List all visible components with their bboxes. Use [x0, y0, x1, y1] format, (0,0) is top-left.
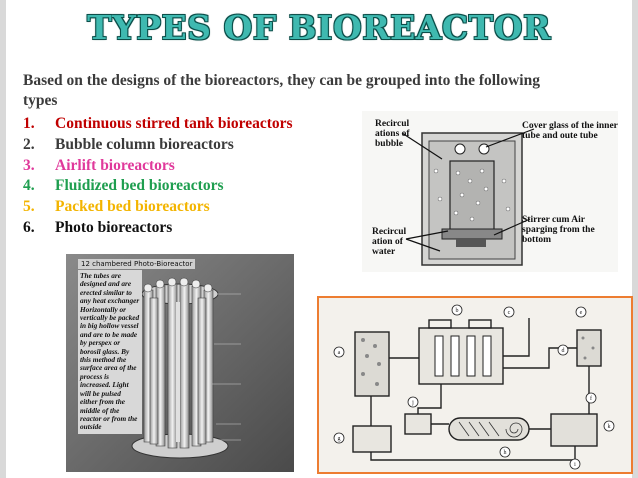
mark-a: a — [338, 350, 341, 356]
label-cover-glass: Cover glass of the inner tube and oute t… — [522, 121, 618, 141]
label-stirrer: Stirrer cum Air sparging from the bottom — [522, 215, 595, 245]
mark-f: f — [590, 395, 592, 402]
list-item: 4.Fluidized bed bioreactors — [23, 177, 224, 195]
slide-frame-right — [632, 0, 638, 478]
mark-b: b — [456, 308, 459, 314]
label-recirculation-bubble: Recircul ations of bubble — [375, 119, 410, 149]
airlift-diagram-drawing — [362, 111, 618, 272]
list-item: 3.Airlift bioreactors — [23, 156, 175, 174]
packed-bed-schematic: a b c d e f g h i j k — [317, 296, 633, 474]
packed-bed-drawing: a b c d e f g h i j k — [319, 298, 631, 472]
bioreactor-types-list: 1.Continuous stirred tank bioreactors 2.… — [23, 114, 293, 239]
label-recirculation-water: Recircul ation of water — [372, 227, 407, 257]
mark-g: g — [338, 436, 341, 442]
slide-title: TYPES OF BIOREACTOR — [87, 8, 551, 47]
airlift-bioreactor-diagram: Recircul ations of bubble Cover glass of… — [362, 111, 618, 272]
mark-c: c — [508, 310, 511, 316]
list-item: 2.Bubble column bioreactors — [23, 135, 234, 153]
intro-text: Based on the designs of the bioreactors,… — [23, 72, 540, 109]
photo-bioreactor-image: 12 chambered Photo-Bioreactor The tubes … — [66, 254, 294, 472]
mark-h: h — [504, 450, 507, 456]
photo-bioreactor-title: 12 chambered Photo-Bioreactor — [78, 259, 196, 269]
list-item: 6.Photo bioreactors — [23, 218, 173, 236]
mark-k: k — [608, 424, 611, 430]
list-item: 5.Packed bed bioreactors — [23, 198, 210, 216]
slide-frame-left — [0, 0, 6, 478]
mark-i: i — [574, 462, 576, 468]
photo-bioreactor-description: The tubes are designed and are erected s… — [78, 270, 142, 434]
mark-e: e — [580, 310, 583, 316]
mark-d: d — [562, 348, 565, 354]
list-item: 1.Continuous stirred tank bioreactors — [23, 115, 293, 132]
mark-j: j — [411, 400, 414, 406]
